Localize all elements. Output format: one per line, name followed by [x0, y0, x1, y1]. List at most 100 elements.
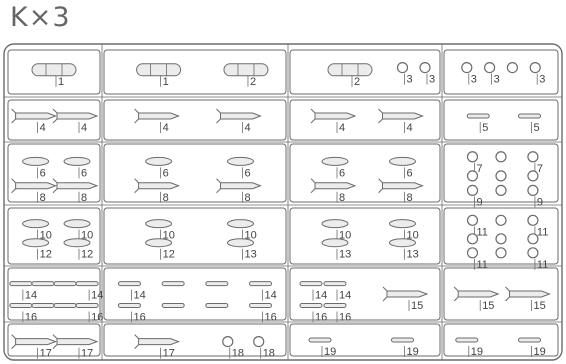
part-pellet: 10	[321, 219, 351, 242]
part-number-label: 15	[411, 300, 423, 312]
missile-body	[382, 182, 424, 190]
part-missile: 4	[134, 108, 181, 134]
missile-body	[56, 338, 99, 346]
rod-part	[249, 281, 273, 287]
missile-fin	[134, 178, 139, 194]
missile-fin	[216, 178, 221, 194]
part-number-label: 14	[265, 290, 277, 302]
sprue-cell-border	[103, 143, 287, 203]
part-number-label: 15	[534, 300, 546, 312]
ring-part	[527, 233, 539, 245]
missile-body	[220, 112, 262, 120]
part-number-label: 8	[163, 192, 169, 204]
part-number-label: 6	[407, 167, 413, 179]
part-number-label: 4	[407, 122, 413, 134]
part-ring: 3	[484, 61, 500, 86]
part-missile: 8	[216, 178, 262, 204]
part-number-label: 7	[537, 163, 543, 175]
part-tank: 1	[136, 63, 182, 88]
missile-body	[386, 290, 429, 298]
part-rod	[161, 302, 185, 308]
part-ring: 9	[527, 184, 543, 208]
sprue-cell-border	[443, 99, 559, 141]
ring-part	[527, 247, 539, 259]
part-ring	[506, 61, 519, 74]
part-number-label: 3	[494, 74, 500, 86]
part-number-label: 15	[482, 300, 494, 312]
sprue-cell-border	[103, 267, 287, 321]
pellet-part	[321, 238, 349, 248]
part-pellet: 10	[63, 219, 93, 242]
part-missile: 17	[134, 334, 181, 360]
rod-part	[466, 113, 490, 119]
part-number-label: 10	[81, 230, 93, 242]
sprue-cell-border	[443, 207, 559, 265]
part-number-label: 8	[245, 192, 251, 204]
pellet-part	[63, 238, 91, 248]
missile-body	[138, 182, 181, 190]
part-rod: 19	[308, 337, 336, 358]
part-number-label: 10	[339, 230, 351, 242]
part-number-label: 1	[163, 76, 169, 88]
part-number-label: 7	[477, 163, 483, 175]
part-number-label: 8	[407, 192, 413, 204]
part-ring: 3	[396, 61, 413, 86]
missile-fin	[216, 108, 221, 124]
missile-body	[15, 182, 58, 190]
part-ring: 11	[466, 214, 488, 238]
part-number-label: 11	[477, 226, 488, 238]
part-rod: 14	[75, 281, 103, 302]
rod-part	[75, 281, 99, 287]
part-tank: 2	[223, 63, 269, 88]
ring-part	[527, 184, 539, 196]
tank-body	[223, 63, 269, 77]
part-ring: 3	[461, 61, 477, 86]
part-rod: 14	[323, 281, 351, 302]
part-number-label: 16	[91, 311, 103, 323]
ring-part	[461, 61, 473, 74]
ring-part	[419, 61, 431, 74]
sprue-cell-border	[289, 267, 441, 321]
missile-fin	[11, 178, 16, 194]
part-ring: 3	[529, 61, 545, 86]
part-number-label: 13	[407, 249, 419, 261]
outer-frame	[3, 43, 563, 361]
part-number-label: 17	[40, 348, 52, 360]
rod-part	[205, 302, 229, 308]
sprue-cell-border	[7, 207, 101, 265]
part-number-label: 16	[25, 311, 37, 323]
part-number-label: 12	[40, 249, 52, 261]
ring-part	[222, 336, 234, 348]
part-number-label: 6	[163, 167, 169, 179]
ring-part	[253, 336, 265, 348]
ring-part	[495, 233, 507, 245]
rod-part	[391, 337, 414, 343]
rod-part	[455, 337, 479, 343]
sprue-title: K×3	[10, 2, 71, 33]
part-number-label: 8	[40, 192, 46, 204]
part-ring: 3	[419, 61, 435, 86]
rod-part	[249, 302, 273, 308]
part-rod: 5	[466, 113, 490, 134]
sprue-cell-border	[443, 267, 559, 321]
sprue-cell-border	[289, 207, 441, 265]
rod-part	[53, 281, 77, 287]
sprue-cell-border	[289, 143, 441, 203]
part-pellet: 13	[321, 238, 351, 261]
sprue-cell-border	[7, 267, 101, 321]
missile-body	[138, 112, 181, 120]
missile-body	[15, 338, 58, 346]
ring-part	[466, 151, 479, 163]
part-rod: 16	[323, 302, 351, 323]
part-pellet: 12	[22, 238, 52, 261]
part-number-label: 2	[354, 76, 360, 88]
